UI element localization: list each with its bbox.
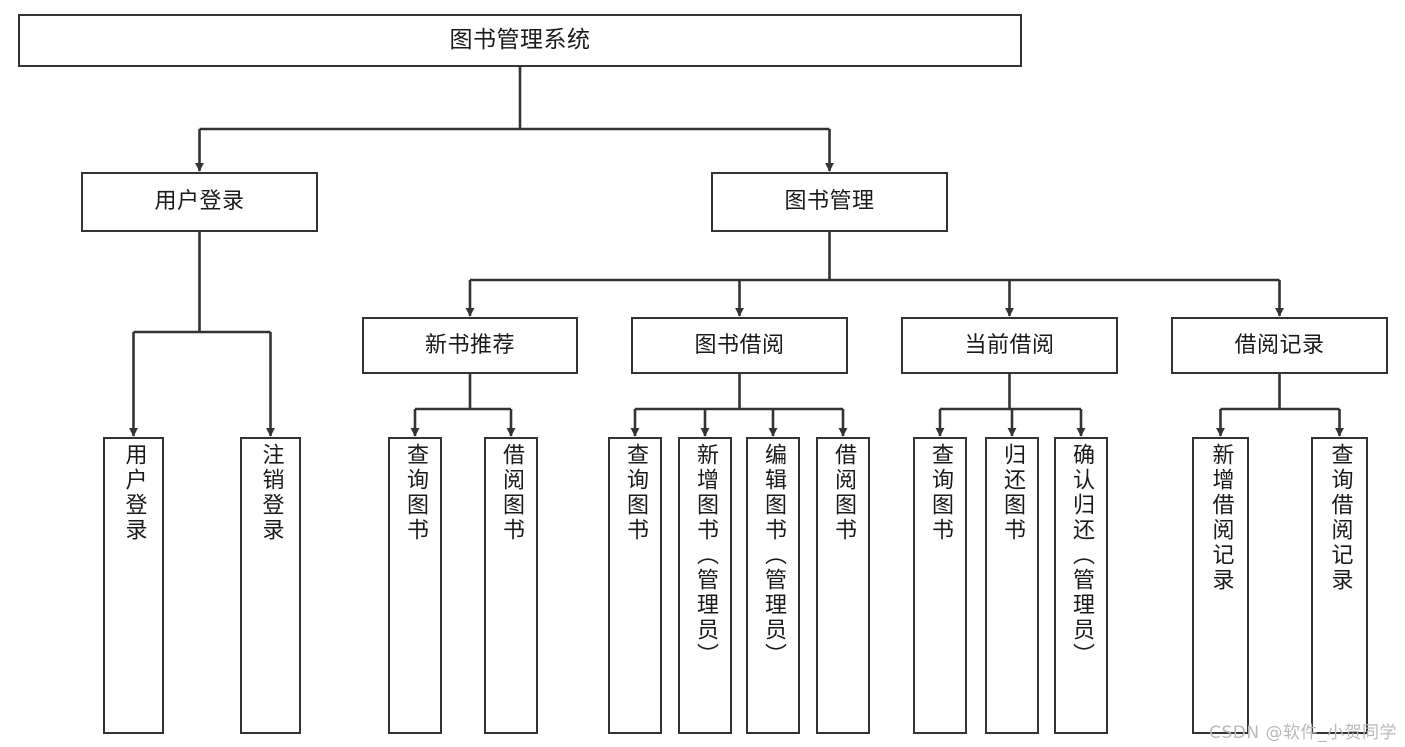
node-label: 当前借阅 bbox=[964, 332, 1055, 358]
node-label: 用户登录 bbox=[121, 443, 147, 543]
node-label: 注销登录 bbox=[258, 443, 284, 543]
node-label: 借阅记录 bbox=[1234, 332, 1325, 358]
node-label: 查询图书 bbox=[403, 443, 428, 543]
node-label: 编辑图书（管理员） bbox=[761, 443, 786, 668]
node-label: 查询借阅记录 bbox=[1327, 443, 1353, 593]
node-book-management[interactable]: 图书管理 bbox=[711, 172, 948, 232]
node-leaf-borrow-add-book[interactable]: 新增图书（管理员） bbox=[678, 437, 732, 734]
node-label: 图书借阅 bbox=[694, 332, 785, 358]
node-label: 新书推荐 bbox=[424, 332, 515, 358]
node-label: 借阅图书 bbox=[499, 443, 524, 543]
node-book-borrow[interactable]: 图书借阅 bbox=[631, 317, 848, 374]
node-leaf-user-login[interactable]: 用户登录 bbox=[103, 437, 164, 734]
node-label: 新增图书（管理员） bbox=[693, 443, 718, 668]
node-label: 确认归还（管理员） bbox=[1069, 443, 1094, 668]
node-borrow-record[interactable]: 借阅记录 bbox=[1171, 317, 1388, 374]
node-leaf-borrow-query-book[interactable]: 查询图书 bbox=[608, 437, 662, 734]
node-leaf-current-confirm-return[interactable]: 确认归还（管理员） bbox=[1054, 437, 1108, 734]
node-leaf-record-add[interactable]: 新增借阅记录 bbox=[1192, 437, 1249, 734]
node-new-book-recommendation[interactable]: 新书推荐 bbox=[362, 317, 578, 374]
node-leaf-current-return-book[interactable]: 归还图书 bbox=[985, 437, 1039, 734]
node-leaf-rec-borrow-book[interactable]: 借阅图书 bbox=[484, 437, 538, 734]
node-leaf-rec-query-book[interactable]: 查询图书 bbox=[388, 437, 442, 734]
node-label: 新增借阅记录 bbox=[1208, 443, 1234, 593]
node-label: 用户登录 bbox=[154, 189, 245, 215]
node-leaf-borrow-borrow-book[interactable]: 借阅图书 bbox=[816, 437, 870, 734]
node-leaf-borrow-edit-book[interactable]: 编辑图书（管理员） bbox=[746, 437, 800, 734]
node-user-login[interactable]: 用户登录 bbox=[81, 172, 318, 232]
node-label: 归还图书 bbox=[1000, 443, 1025, 543]
node-leaf-record-query[interactable]: 查询借阅记录 bbox=[1311, 437, 1368, 734]
node-label: 查询图书 bbox=[623, 443, 648, 543]
connector-edges bbox=[129, 67, 1344, 437]
node-label: 图书管理系统 bbox=[449, 26, 591, 53]
node-label: 借阅图书 bbox=[831, 443, 856, 543]
csdn-watermark: CSDN @软件_小贺同学 bbox=[1209, 723, 1397, 743]
node-label: 查询图书 bbox=[928, 443, 953, 543]
node-label: 图书管理 bbox=[784, 189, 875, 215]
node-leaf-current-query-book[interactable]: 查询图书 bbox=[913, 437, 967, 734]
node-leaf-user-logout[interactable]: 注销登录 bbox=[240, 437, 301, 734]
node-current-borrow[interactable]: 当前借阅 bbox=[901, 317, 1118, 374]
node-root-system[interactable]: 图书管理系统 bbox=[18, 14, 1022, 67]
